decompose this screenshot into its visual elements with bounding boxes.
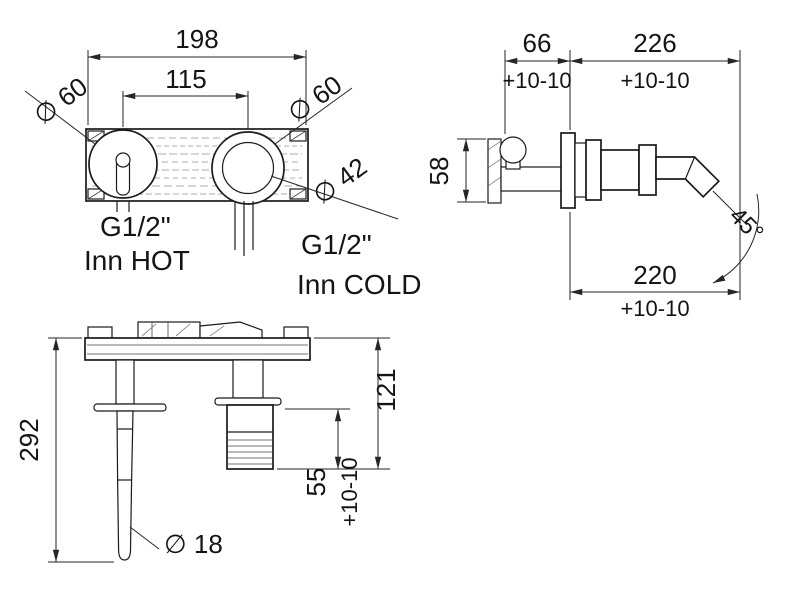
- dim-220: [569, 212, 741, 300]
- hot-inlet-label: Inn HOT: [84, 245, 190, 276]
- dia-60-left-leader: [24, 90, 96, 145]
- dim-58-label: 58: [424, 157, 454, 186]
- spout-angle: [712, 190, 760, 284]
- dim-66-tolerance-label: +10-10: [502, 68, 571, 93]
- cold-inlet-stub: [234, 201, 254, 256]
- spout-tube: [655, 156, 721, 199]
- wall-plate-side: [560, 132, 576, 209]
- spout-body-side: [574, 139, 721, 201]
- dim-55-tolerance-label: +10-10: [337, 457, 362, 526]
- dim-292: [48, 337, 114, 563]
- spout-rosette-inner: [221, 141, 275, 195]
- dim-226-tolerance-label: +10-10: [620, 68, 689, 93]
- dim-220-tolerance-label: +10-10: [620, 296, 689, 321]
- spout-section: [214, 359, 282, 470]
- handle-hub: [115, 152, 131, 168]
- in-wall-valve: [487, 136, 563, 204]
- dim-198: [87, 50, 307, 125]
- hot-inlet-stub: [116, 201, 130, 212]
- dim-226-label: 226: [633, 28, 676, 58]
- cold-inlet-label: Inn COLD: [297, 269, 422, 300]
- dim-198-label: 198: [175, 24, 218, 54]
- front-view: 198 115 ∅ 60 ∅ 60 ∅ 42 G1/2" Inn HOT G1/…: [24, 24, 422, 300]
- dia-60-right-label: ∅ 60: [282, 69, 347, 128]
- dia-60-right-leader: [274, 87, 353, 145]
- lever-rod: [116, 410, 134, 561]
- wall-plate-section: [84, 337, 311, 361]
- dia-60-left-label: ∅ 60: [28, 71, 93, 130]
- dim-115-label: 115: [165, 64, 206, 94]
- behind-wall-parts: [87, 321, 309, 339]
- dia-18-label: ∅ 18: [164, 529, 223, 559]
- bottom-view: 292 121 55 +10-10 ∅ 18: [14, 321, 401, 563]
- dim-292-label: 292: [14, 418, 44, 461]
- dim-66-label: 66: [523, 28, 552, 58]
- dim-66-226: [504, 50, 741, 300]
- hot-thread-label: G1/2": [100, 211, 171, 242]
- handle-lever-section: [93, 359, 167, 561]
- dim-58: [457, 138, 486, 203]
- dim-220-label: 220: [633, 260, 676, 290]
- dim-121: [277, 337, 390, 470]
- dim-55: [285, 408, 350, 470]
- dim-115: [122, 91, 249, 129]
- dia-42-label: ∅ 42: [307, 151, 372, 210]
- dia-42-leader: [270, 175, 399, 220]
- dim-121-label: 121: [371, 368, 401, 411]
- side-view: 66 226 +10-10 +10-10 58 220 +10-10 45°: [424, 28, 769, 321]
- cold-thread-label: G1/2": [301, 229, 372, 260]
- dim-55-label: 55: [301, 468, 331, 497]
- dia-18-leader: [129, 526, 160, 550]
